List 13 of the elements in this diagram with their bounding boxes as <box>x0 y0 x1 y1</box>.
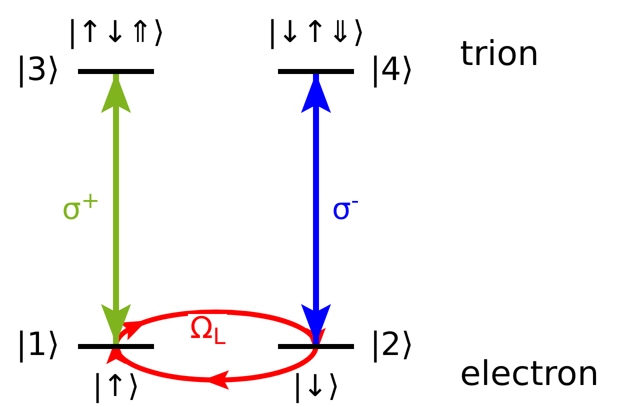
arrow <box>301 73 331 344</box>
arrow <box>101 73 131 344</box>
state-label: |3⟩ <box>16 49 60 89</box>
spin-state-label: |↑↓⇑⟩ <box>67 15 165 51</box>
state-label: |2⟩ <box>370 324 414 364</box>
level-group-label: trion <box>460 33 540 76</box>
state-label: |4⟩ <box>370 49 414 89</box>
edge-label: Ω$_{L}$ <box>188 314 228 344</box>
spin-state-label: |↑⟩ <box>92 369 140 404</box>
spin-state-label: |↓⟩ <box>292 369 340 404</box>
state-label: |1⟩ <box>16 324 60 364</box>
spin-state-label: |↓↑⇓⟩ <box>267 15 365 51</box>
level-group-label: electron <box>460 353 599 396</box>
